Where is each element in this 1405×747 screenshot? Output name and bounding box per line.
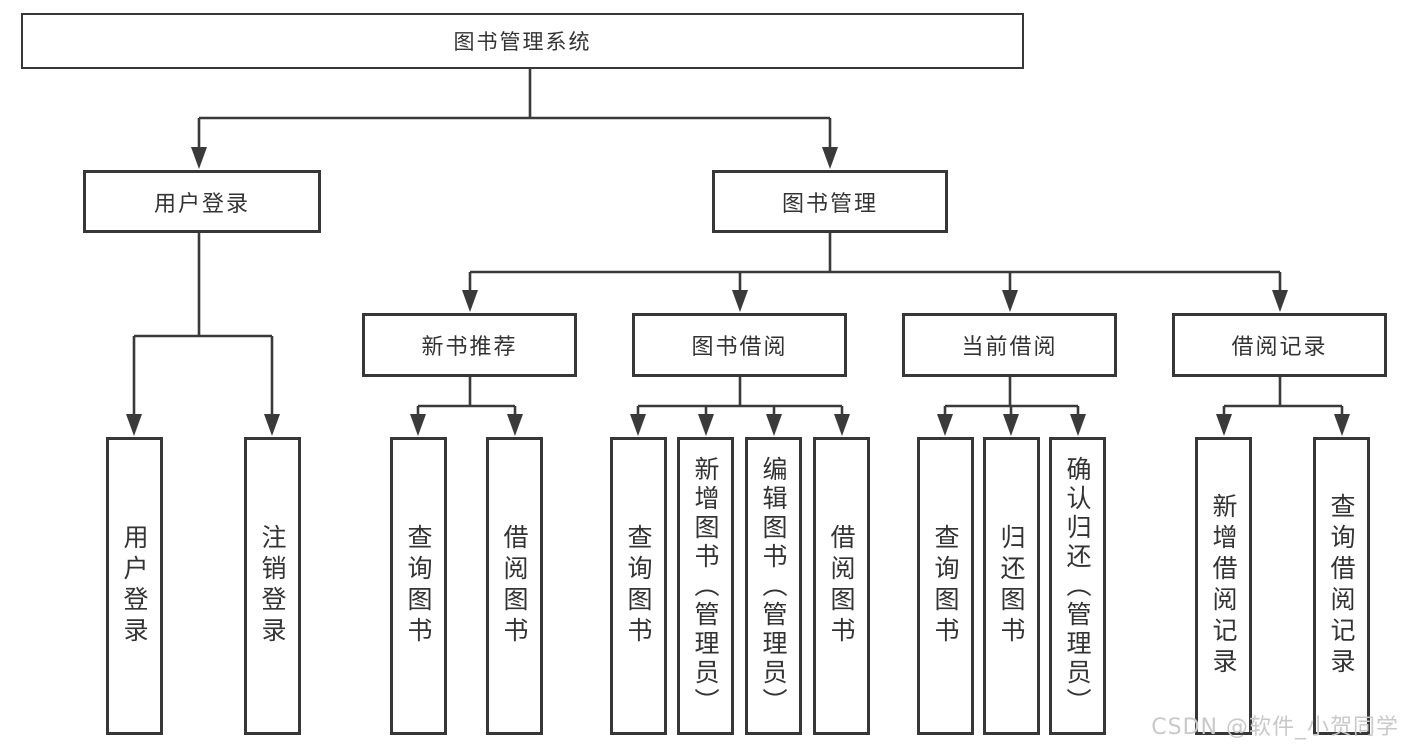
leaf-user-login: 用户登录 [106,437,163,735]
leaf-query-borrow-record: 查询借阅记录 [1313,437,1370,735]
leaf-logout: 注销登录 [244,437,301,735]
node-book-management: 图书管理 [712,170,948,233]
node-user-login: 用户登录 [83,170,321,233]
leaf-borrow-books: 借阅图书 [813,437,870,735]
leaf-add-books-admin: 新增图书（管理员） [677,437,734,735]
leaf-edit-books-admin: 编辑图书（管理员） [745,437,802,735]
leaf-query-books-recommend: 查询图书 [390,437,447,735]
node-current-borrow: 当前借阅 [902,313,1117,377]
node-borrow-records: 借阅记录 [1172,313,1387,377]
leaf-return-books: 归还图书 [983,437,1040,735]
node-new-book-recommend: 新书推荐 [362,313,577,377]
leaf-confirm-return-admin: 确认归还（管理员） [1049,437,1106,735]
leaf-query-books-borrow: 查询图书 [610,437,667,735]
root-node-library-system: 图书管理系统 [21,13,1024,69]
arrowhead-icons [126,147,1350,436]
leaf-query-books-current: 查询图书 [917,437,974,735]
leaf-borrow-books-recommend: 借阅图书 [486,437,543,735]
leaf-add-borrow-record: 新增借阅记录 [1195,437,1252,735]
node-book-borrow: 图书借阅 [632,313,847,377]
